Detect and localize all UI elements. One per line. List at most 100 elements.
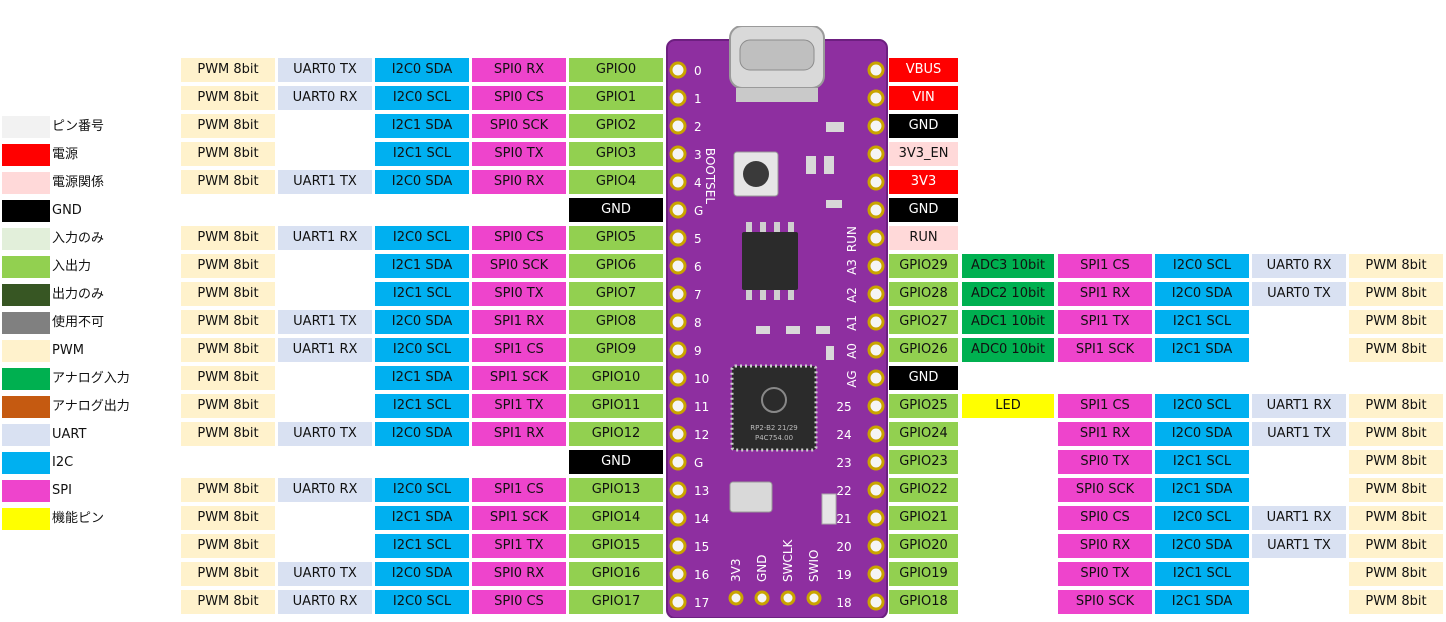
left-pin-hole [669, 117, 687, 135]
i2c-cell: I2C1 SDA [375, 506, 469, 530]
i2c-cell: I2C0 SDA [1155, 422, 1249, 446]
legend-label: 機能ピン [52, 511, 105, 526]
spi-cell: SPI1 SCK [472, 506, 566, 530]
left-pin-label: 1 [694, 92, 702, 106]
uart-cell: UART1 TX [278, 170, 372, 194]
gpio-cell: GPIO13 [569, 478, 663, 502]
i2c-cell: I2C0 SDA [375, 310, 469, 334]
bottom-pin-hole [754, 590, 770, 606]
right-pin-hole [867, 313, 885, 331]
gpio-cell: GPIO11 [569, 394, 663, 418]
left-pin-label: 14 [694, 512, 709, 526]
spi-cell: SPI0 SCK [1058, 590, 1152, 614]
left-pin-hole [669, 89, 687, 107]
uart-cell: UART1 TX [1252, 534, 1346, 558]
legend-label: 使用不可 [52, 315, 105, 330]
uart-cell: UART0 RX [278, 86, 372, 110]
left-pin-label: 8 [694, 316, 702, 330]
right-pin-cell: GND [889, 198, 958, 222]
left-pin-hole [669, 201, 687, 219]
pwm-cell: PWM 8bit [1349, 422, 1443, 446]
legend-swatch [2, 144, 50, 166]
gpio-cell: GPIO8 [569, 310, 663, 334]
right-pin-cell: GND [889, 366, 958, 390]
gpio-cell: GPIO14 [569, 506, 663, 530]
left-pin-label: G [694, 456, 703, 470]
legend-label: アナログ出力 [52, 399, 130, 414]
pwm-cell: PWM 8bit [181, 282, 275, 306]
right-pin-label: 24 [836, 428, 851, 442]
left-pin-label: 10 [694, 372, 709, 386]
i2c-cell: I2C0 SDA [375, 422, 469, 446]
pwm-cell: PWM 8bit [181, 86, 275, 110]
right-pin-hole [867, 229, 885, 247]
right-pin-cell: GPIO21 [889, 506, 958, 530]
left-pin-label: 13 [694, 484, 709, 498]
left-pin-label: 12 [694, 428, 709, 442]
bottom-pin-hole [806, 590, 822, 606]
pwm-cell: PWM 8bit [181, 142, 275, 166]
gpio-cell: GPIO3 [569, 142, 663, 166]
spi-cell: SPI1 CS [1058, 394, 1152, 418]
spi-cell: SPI0 RX [472, 58, 566, 82]
legend-label: PWM [52, 343, 84, 358]
spi-cell: SPI1 CS [472, 478, 566, 502]
chip-text-2: P4C754.00 [755, 434, 793, 442]
i2c-cell: I2C1 SDA [1155, 338, 1249, 362]
right-pin-label: A2 [845, 287, 859, 303]
gpio-cell: GND [569, 450, 663, 474]
spi-cell: SPI0 SCK [472, 114, 566, 138]
pwm-cell: PWM 8bit [1349, 590, 1443, 614]
uart-cell: UART0 TX [278, 58, 372, 82]
right-pin-cell: GPIO28 [889, 282, 958, 306]
left-pin-label: 9 [694, 344, 702, 358]
bottom-pin-label: 3V3 [729, 559, 743, 582]
gpio-cell: GPIO6 [569, 254, 663, 278]
legend-label: UART [52, 427, 87, 442]
i2c-cell: I2C0 SDA [1155, 282, 1249, 306]
left-pin-hole [669, 593, 687, 611]
gpio-cell: GPIO1 [569, 86, 663, 110]
spi-cell: SPI1 TX [1058, 310, 1152, 334]
pwm-cell: PWM 8bit [181, 506, 275, 530]
legend-swatch [2, 424, 50, 446]
spi-cell: SPI0 CS [472, 590, 566, 614]
adc-cell: ADC3 10bit [962, 254, 1054, 278]
pwm-cell: PWM 8bit [181, 394, 275, 418]
i2c-cell: I2C1 SDA [375, 366, 469, 390]
i2c-cell: I2C1 SCL [375, 282, 469, 306]
left-pin-hole [669, 145, 687, 163]
i2c-cell: I2C0 SCL [375, 478, 469, 502]
right-pin-hole [867, 257, 885, 275]
right-pin-hole [867, 341, 885, 359]
gpio-cell: GPIO17 [569, 590, 663, 614]
rp2040-chip [730, 364, 818, 452]
uart-cell: UART0 RX [278, 478, 372, 502]
right-pin-cell: GPIO27 [889, 310, 958, 334]
right-pin-cell: GPIO29 [889, 254, 958, 278]
right-pin-hole [867, 117, 885, 135]
spi-cell: SPI0 SCK [472, 254, 566, 278]
right-pin-cell: GPIO19 [889, 562, 958, 586]
right-pin-cell: GND [889, 114, 958, 138]
pwm-cell: PWM 8bit [1349, 310, 1443, 334]
legend-label: ピン番号 [52, 119, 105, 134]
i2c-cell: I2C0 SCL [375, 338, 469, 362]
spi-cell: SPI1 RX [472, 422, 566, 446]
legend-swatch [2, 228, 50, 250]
pwm-cell: PWM 8bit [1349, 478, 1443, 502]
i2c-cell: I2C0 SDA [375, 170, 469, 194]
i2c-cell: I2C0 SCL [1155, 254, 1249, 278]
uart-cell: UART0 RX [1252, 254, 1346, 278]
i2c-cell: I2C1 SDA [375, 254, 469, 278]
right-pin-hole [867, 537, 885, 555]
left-pin-label: G [694, 204, 703, 218]
gpio-cell: GPIO9 [569, 338, 663, 362]
gpio-cell: GPIO0 [569, 58, 663, 82]
spi-cell: SPI1 TX [472, 534, 566, 558]
left-pin-hole [669, 565, 687, 583]
gpio-cell: GPIO4 [569, 170, 663, 194]
spi-cell: SPI1 SCK [1058, 338, 1152, 362]
pwm-cell: PWM 8bit [1349, 394, 1443, 418]
legend-swatch [2, 312, 50, 334]
